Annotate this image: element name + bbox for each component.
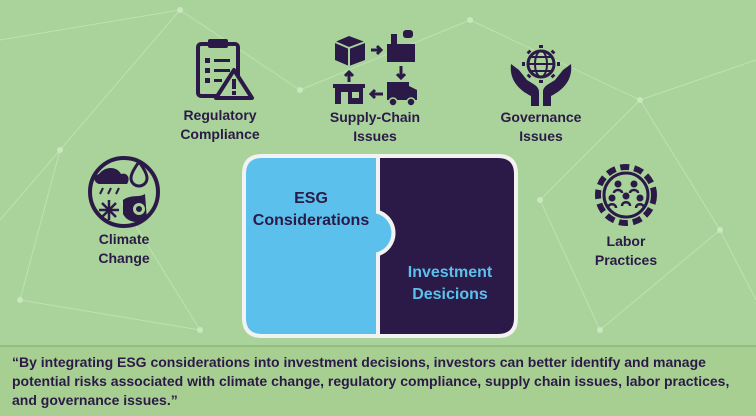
puzzle-investment-label: Investment Desicions [384, 262, 516, 306]
labor-line2: Practices [594, 252, 658, 268]
climate-line2: Change [98, 250, 150, 266]
esg-line2: Considerations [252, 212, 370, 229]
esg-line1: ESG [294, 190, 328, 207]
network-background [0, 7, 756, 333]
puzzle-piece-investment [376, 154, 518, 338]
investment-line1: Investment [407, 264, 493, 281]
puzzle-piece-esg [242, 154, 396, 338]
topic-governance: Governance Issues [481, 40, 601, 146]
puzzle-graphic [242, 154, 518, 338]
puzzle-esg-label: ESG Considerations [244, 188, 378, 232]
quote-bar: “By integrating ESG considerations into … [0, 345, 756, 416]
governance-line2: Issues [519, 128, 563, 144]
climate-line1: Climate [98, 231, 150, 247]
topic-supply-chain: Supply-Chain Issues [315, 28, 435, 146]
hands-globe-icon [510, 45, 572, 106]
quote-text: “By integrating ESG considerations into … [12, 354, 730, 408]
investment-line2: Desicions [412, 286, 488, 303]
governance-line1: Governance [500, 109, 582, 125]
topic-labor-practices: Labor Practices [566, 158, 686, 270]
topic-regulatory-compliance: Regulatory Compliance [160, 36, 280, 144]
topic-climate-change: Climate Change [64, 154, 184, 268]
clipboard-warning-icon [196, 39, 254, 100]
regulatory-line1: Regulatory [183, 107, 257, 123]
labor-line1: Labor [606, 233, 646, 249]
supply-chain-line1: Supply-Chain [329, 109, 421, 125]
supply-chain-line2: Issues [353, 128, 397, 144]
supply-chain-icon [333, 30, 417, 107]
people-gear-icon [595, 164, 657, 226]
climate-weather-icon [88, 156, 160, 228]
regulatory-line2: Compliance [180, 126, 260, 142]
